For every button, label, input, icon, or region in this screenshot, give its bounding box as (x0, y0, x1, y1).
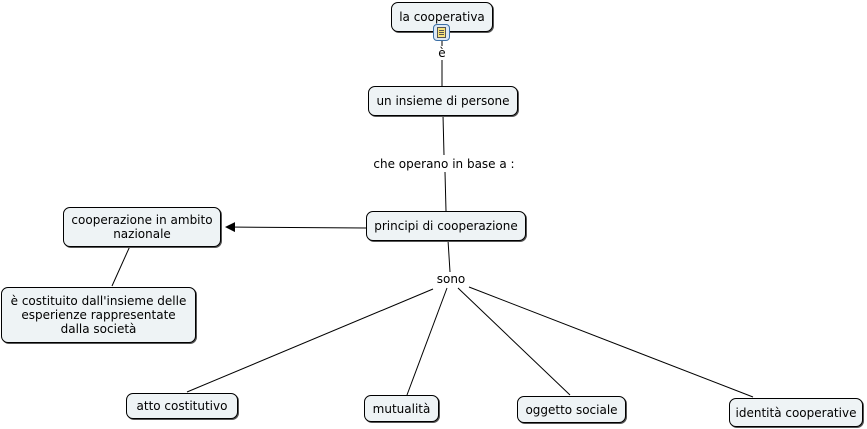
node-label-line-3: dalla società (60, 322, 137, 336)
node-costituito-insieme-esperienze[interactable]: è costituito dall'insieme delle esperien… (1, 287, 196, 343)
node-label: oggetto sociale (525, 402, 618, 417)
line-sono-to-oggetto (457, 287, 571, 396)
node-label: un insieme di persone (376, 94, 510, 108)
line-label-to-principi (444, 171, 447, 212)
node-mutualita[interactable]: mutualità (364, 395, 439, 422)
link-label-e: è (436, 46, 448, 60)
node-label-line-2: nazionale (113, 227, 171, 241)
node-insieme-di-persone[interactable]: un insieme di persone (368, 86, 518, 116)
node-principi-di-cooperazione[interactable]: principi di cooperazione (366, 211, 526, 241)
link-label-sono: sono (434, 272, 468, 286)
line-principi-to-nazionale (225, 222, 367, 233)
line-nazionale-to-costituito (111, 245, 131, 287)
node-label: atto costitutivo (136, 399, 228, 413)
node-oggetto-sociale[interactable]: oggetto sociale (517, 396, 626, 423)
node-label-line-1: cooperazione in ambito (71, 213, 213, 227)
node-identita-cooperative[interactable]: identità cooperative (729, 398, 863, 427)
page-glyph (437, 27, 446, 38)
node-label: identità cooperative (735, 405, 857, 420)
node-label: la cooperativa (399, 10, 485, 24)
node-label: mutualità (372, 401, 431, 416)
link-label-che-operano: che operano in base a : (371, 157, 517, 171)
line-sono-to-atto (186, 288, 434, 393)
node-label-line-2: esperienze rappresentate (21, 308, 176, 322)
line-principi-to-sono (447, 239, 451, 273)
document-icon[interactable] (433, 24, 450, 41)
line-insieme-to-label (442, 114, 445, 156)
node-cooperazione-nazionale[interactable]: cooperazione in ambito nazionale (63, 207, 221, 247)
node-label-line-1: è costituito dall'insieme delle (10, 294, 187, 308)
node-atto-costitutivo[interactable]: atto costitutivo (126, 393, 238, 419)
line-sono-to-identita (468, 286, 754, 398)
line-sono-to-mutualita (406, 287, 448, 396)
node-label: principi di cooperazione (374, 219, 518, 233)
